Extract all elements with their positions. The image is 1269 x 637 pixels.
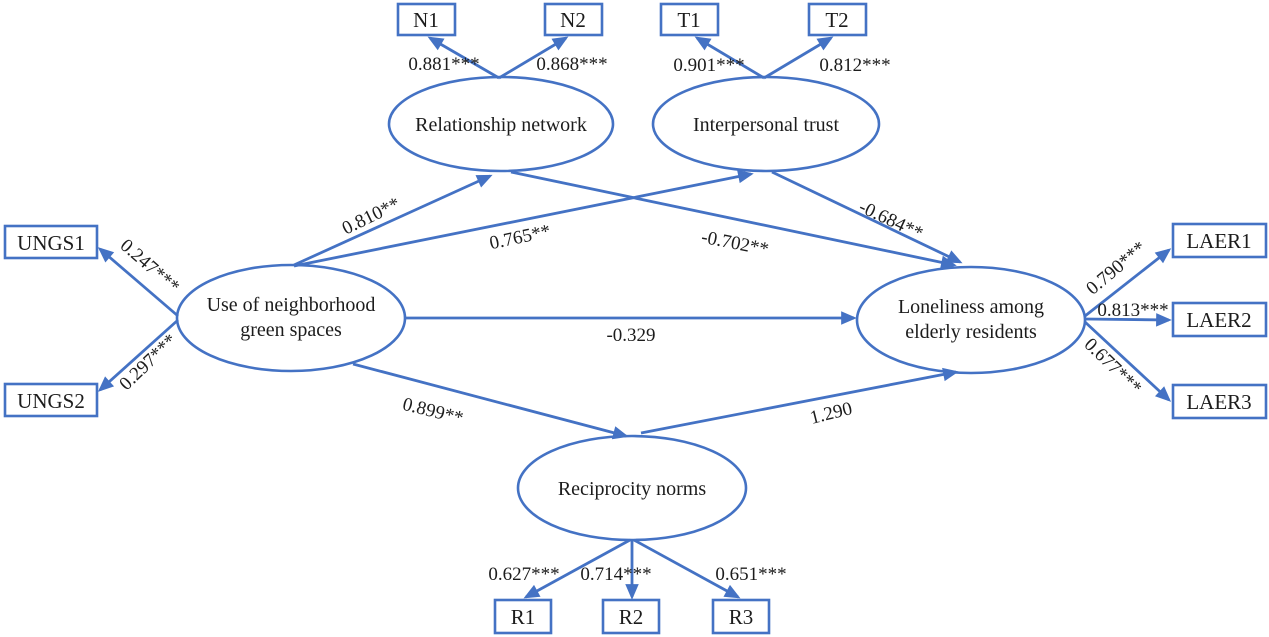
indicator-r3: R3 xyxy=(711,598,771,635)
latent-label: Interpersonal trust xyxy=(693,114,840,136)
path-ungs-to-reciprocity-norms xyxy=(352,362,629,440)
indicator-label: LAER1 xyxy=(1186,229,1251,253)
coef-label-relationship-network-to-loneliness: -0.702** xyxy=(699,227,770,261)
path-ungs-to-relationship-network xyxy=(293,174,493,267)
indicator-r1: R1 xyxy=(493,598,553,635)
indicator-box xyxy=(3,382,99,418)
arrow-relationship-network-to-n1 xyxy=(427,36,500,80)
arrow-reciprocity-to-r1 xyxy=(523,538,631,599)
indicator-box xyxy=(1171,222,1268,259)
indicator-box xyxy=(659,2,720,37)
indicator-n1: N1 xyxy=(396,2,457,37)
indicator-box xyxy=(601,598,661,635)
indicator-box xyxy=(807,2,868,37)
loading-label-ungs1: 0.247*** xyxy=(116,235,184,298)
loading-label-t1: 0.901*** xyxy=(673,55,744,76)
indicator-box xyxy=(3,224,99,260)
indicator-box xyxy=(543,2,604,37)
latent-relationship-network: Relationship network xyxy=(387,75,615,173)
indicator-label: LAER2 xyxy=(1186,308,1251,332)
indicator-box xyxy=(1171,301,1268,338)
loading-label-r2: 0.714*** xyxy=(580,564,651,585)
indicator-label: T2 xyxy=(825,8,848,32)
indicator-t1: T1 xyxy=(659,2,720,37)
path-interpersonal-trust-to-loneliness xyxy=(771,170,963,264)
coef-label-ungs-to-loneliness: -0.329 xyxy=(606,325,655,346)
indicator-label: R3 xyxy=(729,605,754,629)
loading-label-laer2: 0.813*** xyxy=(1097,300,1168,321)
latent-ellipse xyxy=(855,265,1087,375)
latent-ellipse xyxy=(175,263,407,373)
arrow-ungs-to-ungs2 xyxy=(97,318,179,392)
indicator-box xyxy=(711,598,771,635)
loading-label-r1: 0.627*** xyxy=(488,564,559,585)
path-reciprocity-norms-to-loneliness xyxy=(640,367,959,435)
arrow-reciprocity-to-r3 xyxy=(633,538,741,599)
latent-loneliness-among-elderly-residents: Loneliness among elderly residents xyxy=(855,265,1087,375)
indicator-label: N1 xyxy=(413,8,439,32)
loading-label-laer3: 0.677*** xyxy=(1080,334,1146,399)
latent-label-line2: elderly residents xyxy=(905,321,1037,343)
indicator-label: R2 xyxy=(619,605,644,629)
latent-label-line1: Use of neighborhood xyxy=(207,294,376,316)
indicator-label: UNGS2 xyxy=(17,389,85,413)
indicator-label: LAER3 xyxy=(1186,390,1251,414)
indicator-label: T1 xyxy=(677,8,700,32)
loading-label-n2: 0.868*** xyxy=(536,54,607,75)
latent-label-line2: green spaces xyxy=(240,319,342,341)
latent-label: Relationship network xyxy=(415,114,587,136)
path-relationship-network-to-loneliness xyxy=(510,170,957,269)
indicator-ungs2: UNGS2 xyxy=(3,382,99,418)
arrow-loneliness-to-laer2 xyxy=(1084,313,1172,327)
indicator-box xyxy=(1171,383,1268,420)
coef-label-ungs-to-relationship-network: 0.810** xyxy=(339,193,404,239)
indicator-box xyxy=(396,2,457,37)
latent-use-of-neighborhood-green-spaces: Use of neighborhood green spaces xyxy=(175,263,407,373)
indicator-box xyxy=(493,598,553,635)
loading-label-n1: 0.881*** xyxy=(408,54,479,75)
coef-label-ungs-to-reciprocity-norms: 0.899** xyxy=(400,394,465,429)
indicator-label: N2 xyxy=(560,8,586,32)
loading-label-ungs2: 0.297*** xyxy=(115,330,181,395)
latent-reciprocity-norms: Reciprocity norms xyxy=(516,434,748,542)
coef-label-reciprocity-norms-to-loneliness: 1.290 xyxy=(808,398,855,429)
arrow-interpersonal-trust-to-t1 xyxy=(694,36,765,80)
coef-label-interpersonal-trust-to-loneliness: -0.684** xyxy=(856,197,927,245)
latent-interpersonal-trust: Interpersonal trust xyxy=(651,75,881,173)
loading-label-r3: 0.651*** xyxy=(715,564,786,585)
indicator-label: R1 xyxy=(511,605,536,629)
latent-label: Reciprocity norms xyxy=(558,478,707,500)
arrow-ungs-to-ungs1 xyxy=(97,247,179,318)
arrow-relationship-network-to-n2 xyxy=(498,36,569,80)
indicator-r2: R2 xyxy=(601,598,661,635)
indicator-ungs1: UNGS1 xyxy=(3,224,99,260)
indicator-laer2: LAER2 xyxy=(1171,301,1268,338)
indicator-t2: T2 xyxy=(807,2,868,37)
indicator-laer1: LAER1 xyxy=(1171,222,1268,259)
latent-ellipse xyxy=(516,434,748,542)
arrow-loneliness-to-laer3 xyxy=(1084,320,1172,402)
indicator-label: UNGS1 xyxy=(17,231,85,255)
path-ungs-to-interpersonal-trust xyxy=(293,169,754,268)
arrow-loneliness-to-laer1 xyxy=(1084,248,1172,318)
indicator-laer3: LAER3 xyxy=(1171,383,1268,420)
arrow-interpersonal-trust-to-t2 xyxy=(763,36,834,80)
loading-label-t2: 0.812*** xyxy=(819,55,890,76)
indicator-n2: N2 xyxy=(543,2,604,37)
latent-label-line1: Loneliness among xyxy=(898,296,1044,318)
